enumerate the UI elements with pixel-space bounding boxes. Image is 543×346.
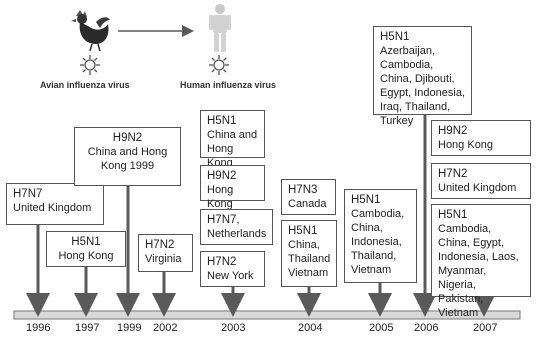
event-box-1999-h9n2: H9N2 China and Hong Kong 1999 bbox=[74, 127, 181, 186]
year-label-1999: 1999 bbox=[117, 322, 142, 334]
strain-label: H9N2 bbox=[112, 132, 143, 144]
event-box-2004-h7n3: H7N3 Canada bbox=[281, 179, 336, 215]
event-box-1996-h7n7: H7N7 United Kingdom bbox=[6, 183, 104, 225]
event-box-2003-h9n2: H9N2 Hong Kong bbox=[200, 165, 265, 210]
location-label: New York bbox=[207, 270, 254, 282]
strain-label: H5N1 bbox=[351, 194, 381, 206]
strain-label: H5N1 bbox=[71, 236, 101, 248]
year-label-2007: 2007 bbox=[473, 322, 498, 334]
event-box-1997-h5n1: H5N1 Hong Kong bbox=[46, 231, 126, 267]
location-label: United Kingdom bbox=[438, 182, 517, 194]
strain-label: H9N2 bbox=[207, 170, 237, 182]
location-label: China, Thailand Vietnam bbox=[288, 239, 331, 279]
year-label-2005: 2005 bbox=[369, 322, 394, 334]
year-label-2006: 2006 bbox=[414, 322, 439, 334]
strain-label: H9N2 bbox=[438, 125, 468, 137]
virus-icon bbox=[209, 55, 229, 75]
strain-label: H5N1 bbox=[288, 225, 318, 237]
event-box-2003-h7n2: H7N2 New York bbox=[200, 251, 265, 287]
strain-label: H7N2 bbox=[145, 239, 175, 251]
location-label: China and Hong Kong 1999 bbox=[87, 146, 168, 172]
virus-icon bbox=[80, 55, 100, 75]
year-label-2003: 2003 bbox=[221, 322, 246, 334]
strain-label: H7N7, bbox=[207, 214, 240, 226]
location-label: Canada bbox=[288, 198, 327, 210]
strain-label: H5N1 bbox=[438, 209, 468, 221]
chicken-icon bbox=[71, 10, 110, 52]
human-caption: Human influenza virus bbox=[180, 80, 277, 90]
year-label-1997: 1997 bbox=[75, 322, 100, 334]
year-label-1996: 1996 bbox=[26, 322, 51, 334]
event-box-2003-h5n1: H5N1 China and Hong Kong bbox=[200, 110, 265, 169]
location-label: Cambodia, China, Indonesia, Thailand, Vi… bbox=[351, 208, 405, 276]
event-box-2007-h5n1: H5N1 Cambodia, China, Egypt, Indonesia, … bbox=[431, 204, 531, 319]
human-icon bbox=[209, 4, 231, 52]
location-label: Netherlands bbox=[207, 228, 267, 240]
year-label-2002: 2002 bbox=[153, 322, 178, 334]
strain-label: H5N1 bbox=[207, 115, 237, 127]
location-label: Hong Kong bbox=[58, 250, 114, 262]
strain-label: H7N3 bbox=[288, 184, 318, 196]
event-box-2004-h5n1: H5N1 China, Thailand Vietnam bbox=[281, 220, 337, 287]
location-label: Cambodia, China, Egypt, Indonesia, Laos,… bbox=[438, 223, 519, 319]
location-label: Hong Kong bbox=[438, 139, 494, 151]
location-label: Hong Kong bbox=[207, 184, 234, 210]
timeline-axis bbox=[13, 310, 521, 320]
event-box-2002-h7n2: H7N2 Virginia bbox=[138, 234, 193, 272]
strain-label: H7N7 bbox=[13, 188, 43, 200]
event-box-2007-h7n2: H7N2 United Kingdom bbox=[431, 163, 531, 199]
year-label-2004: 2004 bbox=[298, 322, 323, 334]
location-label: Virginia bbox=[145, 253, 182, 265]
event-box-2007-h9n2: H9N2 Hong Kong bbox=[431, 120, 531, 156]
location-label: China and Hong Kong bbox=[207, 129, 258, 169]
event-box-2006-h5n1: H5N1 Azerbaijan, Cambodia, China, Djibou… bbox=[373, 26, 472, 127]
event-box-2005-h5n1: H5N1 Cambodia, China, Indonesia, Thailan… bbox=[344, 189, 417, 283]
location-label: Azerbaijan, Cambodia, China, Djibouti, E… bbox=[380, 45, 466, 127]
strain-label: H5N1 bbox=[380, 31, 410, 43]
strain-label: H7N2 bbox=[438, 168, 468, 180]
strain-label: H7N2 bbox=[207, 256, 237, 268]
location-label: United Kingdom bbox=[13, 202, 92, 214]
event-box-2003-h7n7: H7N7, Netherlands bbox=[200, 209, 273, 245]
avian-caption: Avian influenza virus bbox=[40, 80, 130, 90]
